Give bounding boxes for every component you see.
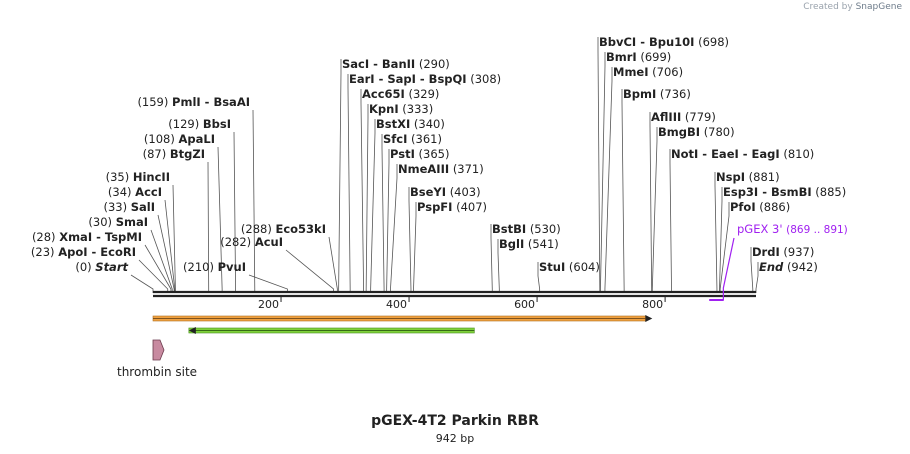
site-leader-14 bbox=[338, 59, 342, 293]
feature-tracks bbox=[152, 315, 653, 361]
primer-arrow[interactable] bbox=[709, 237, 735, 301]
restriction-site-label[interactable]: BpmI (736) bbox=[623, 87, 691, 101]
restriction-site-label[interactable]: (34) AccI bbox=[108, 185, 162, 199]
restriction-site-label[interactable]: (108) ApaLI bbox=[144, 132, 215, 146]
site-leader-13 bbox=[328, 236, 338, 293]
restriction-site-label[interactable]: BglI (541) bbox=[499, 237, 559, 251]
snapgene-logo-text: SnapGene bbox=[855, 2, 902, 12]
restriction-site-label[interactable]: StuI (604) bbox=[539, 260, 600, 274]
restriction-site-label[interactable]: NspI (881) bbox=[716, 170, 780, 184]
restriction-site-label[interactable]: (23) ApoI - EcoRI bbox=[31, 245, 136, 259]
site-leader-27 bbox=[597, 37, 601, 293]
site-labels: (0) Start(23) ApoI - EcoRI(28) XmaI - Ts… bbox=[31, 35, 846, 274]
site-leader-22 bbox=[408, 187, 412, 293]
map-length: 942 bp bbox=[435, 432, 475, 445]
site-leader-32 bbox=[651, 127, 658, 293]
restriction-site-label[interactable]: BstXI (340) bbox=[376, 117, 445, 131]
restriction-site-label[interactable]: KpnI (333) bbox=[369, 102, 433, 116]
site-leader-10 bbox=[252, 109, 256, 293]
site-leader-38 bbox=[755, 262, 759, 293]
restriction-site-label[interactable]: (210) PvuI bbox=[183, 260, 246, 274]
thrombin-site-arrow[interactable] bbox=[152, 339, 165, 361]
restriction-site-label[interactable]: (87) BtgZI bbox=[143, 147, 205, 161]
restriction-site-label[interactable]: PspFI (407) bbox=[417, 200, 487, 214]
orange-feature-arrowhead bbox=[645, 315, 653, 322]
restriction-site-label[interactable]: NmeAIII (371) bbox=[398, 162, 484, 176]
site-leader-29 bbox=[604, 67, 613, 293]
restriction-site-label[interactable]: BmgBI (780) bbox=[658, 125, 735, 139]
site-leader-30 bbox=[621, 89, 625, 293]
restriction-site-label[interactable]: EarI - SapI - BspQI (308) bbox=[349, 72, 501, 86]
restriction-site-label[interactable]: (28) XmaI - TspMI bbox=[32, 230, 142, 244]
green-feature-arrowhead bbox=[188, 327, 196, 334]
ruler-tick-label: 600 bbox=[514, 298, 535, 311]
map-title: pGEX-4T2 Parkin RBR bbox=[371, 413, 539, 429]
restriction-site-label[interactable]: (288) Eco53kI bbox=[241, 222, 326, 236]
ruler-tick-label: 800 bbox=[642, 298, 663, 311]
site-leader-33 bbox=[669, 149, 672, 293]
site-leader-17 bbox=[365, 104, 369, 293]
restriction-site-label[interactable]: (129) BbsI bbox=[168, 117, 231, 131]
site-leader-19 bbox=[381, 134, 385, 293]
restriction-site-label[interactable]: DrdI (937) bbox=[752, 245, 814, 259]
restriction-site-label[interactable]: (35) HincII bbox=[106, 170, 170, 184]
site-leader-12 bbox=[285, 249, 334, 293]
restriction-site-label[interactable]: Esp3I - BsmBI (885) bbox=[723, 185, 846, 199]
restriction-site-label[interactable]: BmrI (699) bbox=[606, 50, 671, 64]
sequence-backbone bbox=[153, 290, 756, 298]
site-leader-2 bbox=[144, 244, 172, 293]
bp-ruler: 200 400 600 800 bbox=[258, 296, 666, 311]
site-leader-20 bbox=[386, 149, 390, 293]
restriction-site-label[interactable]: SfcI (361) bbox=[383, 132, 442, 146]
primer-pgex3: pGEX 3' (869 .. 891) bbox=[709, 222, 848, 301]
restriction-site-label[interactable]: NotI - EaeI - EagI (810) bbox=[671, 147, 814, 161]
restriction-site-label[interactable]: PstI (365) bbox=[390, 147, 449, 161]
ruler-tick-label: 400 bbox=[386, 298, 407, 311]
restriction-site-label[interactable]: AflIII (779) bbox=[651, 110, 716, 124]
restriction-site-label[interactable]: BseYI (403) bbox=[410, 185, 481, 199]
site-leader-34 bbox=[714, 172, 718, 293]
site-leader-23 bbox=[413, 202, 417, 293]
site-leader-0 bbox=[130, 274, 154, 293]
restriction-site-label[interactable]: PfoI (886) bbox=[730, 200, 790, 214]
credit-prefix: Created by bbox=[803, 2, 853, 12]
site-leader-16 bbox=[360, 89, 365, 293]
restriction-site-label[interactable]: (30) SmaI bbox=[88, 215, 148, 229]
restriction-site-label[interactable]: End (942) bbox=[759, 260, 818, 274]
restriction-site-label[interactable]: BbvCI - Bpu10I (698) bbox=[599, 35, 729, 49]
restriction-site-label[interactable]: BstBI (530) bbox=[492, 222, 561, 236]
restriction-site-label[interactable]: Acc65I (329) bbox=[362, 87, 439, 101]
thrombin-site-label: thrombin site bbox=[117, 365, 198, 379]
ruler-tick-label: 200 bbox=[258, 298, 279, 311]
snapgene-credit: Created by SnapGene bbox=[803, 2, 902, 12]
restriction-site-label[interactable]: SacI - BanII (290) bbox=[342, 57, 450, 71]
restriction-site-label[interactable]: (33) SalI bbox=[103, 200, 155, 214]
restriction-site-label[interactable]: (159) PmlI - BsaAI bbox=[137, 95, 250, 109]
site-leader-28 bbox=[600, 52, 606, 293]
site-leader-21 bbox=[390, 164, 398, 293]
site-leader-18 bbox=[370, 119, 376, 293]
restriction-site-label[interactable]: (282) AcuI bbox=[220, 235, 283, 249]
restriction-site-label[interactable]: (0) Start bbox=[75, 260, 128, 274]
site-leader-31 bbox=[649, 112, 653, 293]
restriction-site-label[interactable]: MmeI (706) bbox=[613, 65, 683, 79]
site-leader-15 bbox=[347, 74, 351, 293]
primer-label[interactable]: pGEX 3' (869 .. 891) bbox=[737, 222, 848, 236]
